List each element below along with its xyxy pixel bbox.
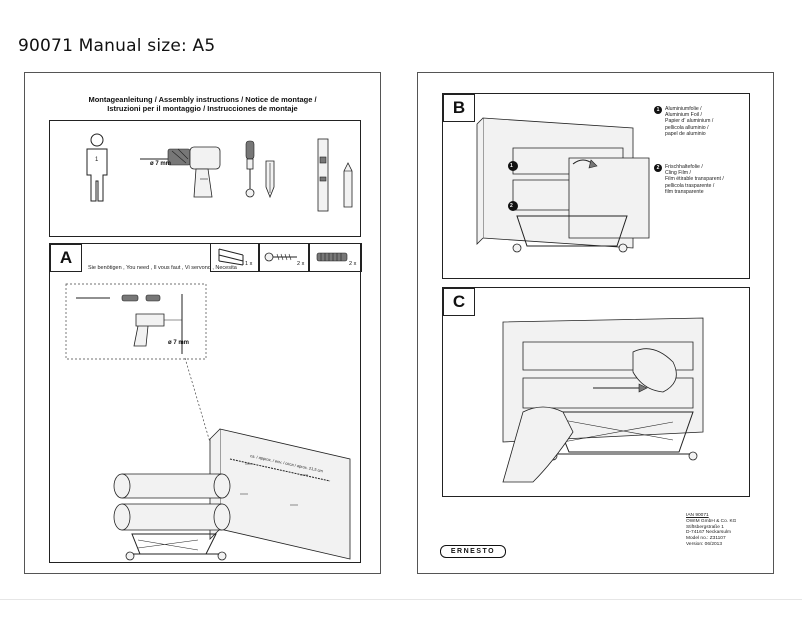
panel-a-tag: A: [50, 244, 82, 272]
info-line: OWIM GmbH & Co. KG: [686, 518, 737, 524]
right-sheet: B 1 2 1 Aluminiumfolie / Aluminium Foil …: [417, 72, 774, 574]
spirit-level-icon: [317, 138, 329, 212]
heading-line-1: Montageanleitung / Assembly instructions…: [88, 95, 317, 104]
needed-text: Sie benötigen , You need , Il vous faut …: [88, 265, 237, 271]
info-line: Stiftsbergstraße 1: [686, 524, 724, 530]
info-line: IAN 90071: [686, 513, 709, 518]
info-block: IAN 90071 OWIM GmbH & Co. KG Stiftsbergs…: [686, 513, 736, 548]
drill-icon: [140, 146, 221, 198]
left-sheet: Montageanleitung / Assembly instructions…: [24, 72, 381, 574]
legend-2-line: pellicola trasparente /: [665, 182, 715, 189]
part-bracket: 1 x: [210, 243, 260, 272]
brand-logo: ERNESTO: [440, 545, 506, 558]
panel-a: A 1 x 2 x 2 x: [49, 243, 362, 563]
bit-icon: [265, 160, 275, 199]
panel-c-illustration: [502, 317, 704, 483]
screw-icon: [264, 252, 297, 262]
bottom-divider: [0, 599, 802, 600]
legend-2-line: film transparente: [665, 188, 704, 195]
tools-drill-bit-label: ø 7 mm: [150, 161, 172, 167]
screwdriver-icon: [245, 140, 255, 198]
legend-1-line: Aluminium Foil /: [665, 112, 702, 119]
legend-cling-film: 2 Frischhaltefolie / Cling Film / Film é…: [654, 164, 724, 195]
legend-1-line: pellicola alluminio /: [665, 124, 709, 131]
legend-2-num: 2: [654, 164, 662, 172]
leader-line: [184, 357, 221, 477]
part-wall-plug-qty: 2 x: [349, 261, 357, 267]
detail-bubble: [65, 283, 207, 360]
part-wall-plug: 2 x: [308, 243, 362, 272]
bracket-icon: [218, 248, 244, 266]
legend-1-line: Papier d' aluminium /: [665, 118, 714, 125]
page-title: 90071 Manual size: A5: [18, 36, 216, 56]
panel-c: C: [442, 287, 750, 497]
dispenser-illustration: [113, 473, 231, 561]
part-bracket-qty: 1 x: [245, 261, 253, 267]
legend-1-num: 1: [654, 106, 662, 114]
panel-c-tag: C: [443, 288, 475, 316]
panel-a-drill-label: ø 7 mm: [168, 340, 190, 346]
legend-1-line: Aluminiumfolie /: [665, 106, 702, 112]
part-screw: 2 x: [258, 243, 310, 272]
person-label: 1: [95, 157, 99, 163]
marker-1: 1: [510, 163, 513, 169]
info-line: Version: 06/2013: [686, 541, 723, 547]
panel-b: B 1 2 1 Aluminiumfolie / Aluminium Foil …: [442, 93, 750, 279]
wall-plug-icon: [316, 252, 348, 262]
info-line: Model no.: Z31107: [686, 536, 726, 542]
panel-b-illustration: [476, 117, 650, 253]
info-line: D-74167 Neckarsulm: [686, 530, 732, 536]
marker-2: 2: [510, 203, 513, 209]
legend-aluminium: 1 Aluminiumfolie / Aluminium Foil / Papi…: [654, 106, 714, 137]
legend-1-line: papel de aluminio: [665, 130, 706, 137]
panel-b-tag: B: [443, 94, 475, 122]
legend-2-line: Cling Film /: [665, 170, 691, 177]
legend-2-line: Film étirable transparent /: [665, 176, 724, 183]
person-icon: 1: [86, 133, 108, 202]
tools-box: 1 ø 7 mm: [49, 120, 361, 271]
heading-line-2: Istruzioni per il montaggio / Instruccio…: [107, 104, 298, 113]
part-screw-qty: 2 x: [297, 261, 305, 267]
pencil-icon: [343, 162, 353, 208]
legend-2-line: Frischhaltefolie /: [665, 164, 703, 170]
